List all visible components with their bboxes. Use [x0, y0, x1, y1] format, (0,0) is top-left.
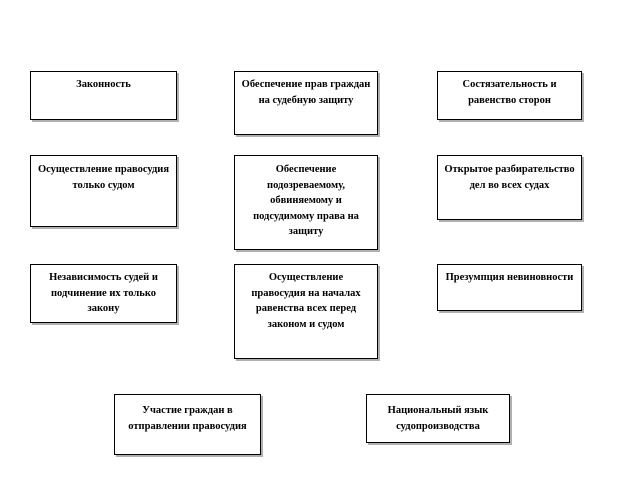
- principle-label: Обеспечение прав граждан на судебную защ…: [241, 79, 371, 106]
- principle-right-to-judicial-protection: Обеспечение прав граждан на судебную защ…: [234, 71, 378, 135]
- principle-equality-before-law: Осуществление правосудия на началах раве…: [234, 264, 378, 359]
- principle-label: Законность: [76, 79, 131, 90]
- principle-label: Обеспечение подозреваемому, обвиняемому …: [253, 164, 359, 237]
- principle-label: Открытое разбирательство дел во всех суд…: [444, 164, 575, 191]
- principle-citizen-participation: Участие граждан в отправлении правосудия: [114, 394, 261, 455]
- principle-judicial-independence: Независимость судей и подчинение их толь…: [30, 264, 177, 323]
- principle-label: Участие граждан в отправлении правосудия: [128, 405, 247, 432]
- principle-legality: Законность: [30, 71, 177, 120]
- principle-national-language: Национальный язык судопроизводства: [366, 394, 510, 443]
- principle-label: Осуществление правосудия только судом: [37, 164, 170, 191]
- principle-adversarial-equality: Состязательность и равенство сторон: [437, 71, 582, 120]
- principle-label: Национальный язык судопроизводства: [387, 405, 489, 432]
- principle-open-trial: Открытое разбирательство дел во всех суд…: [437, 155, 582, 220]
- principle-label: Независимость судей и подчинение их толь…: [49, 272, 158, 314]
- principle-label: Презумпция невиновности: [445, 272, 574, 283]
- principle-right-to-defense: Обеспечение подозреваемому, обвиняемому …: [234, 155, 378, 250]
- principle-presumption-of-innocence: Презумпция невиновности: [437, 264, 582, 311]
- principle-label: Осуществление правосудия на началах раве…: [251, 272, 361, 330]
- principle-label: Состязательность и равенство сторон: [462, 79, 557, 106]
- principle-justice-only-by-court: Осуществление правосудия только судом: [30, 155, 177, 227]
